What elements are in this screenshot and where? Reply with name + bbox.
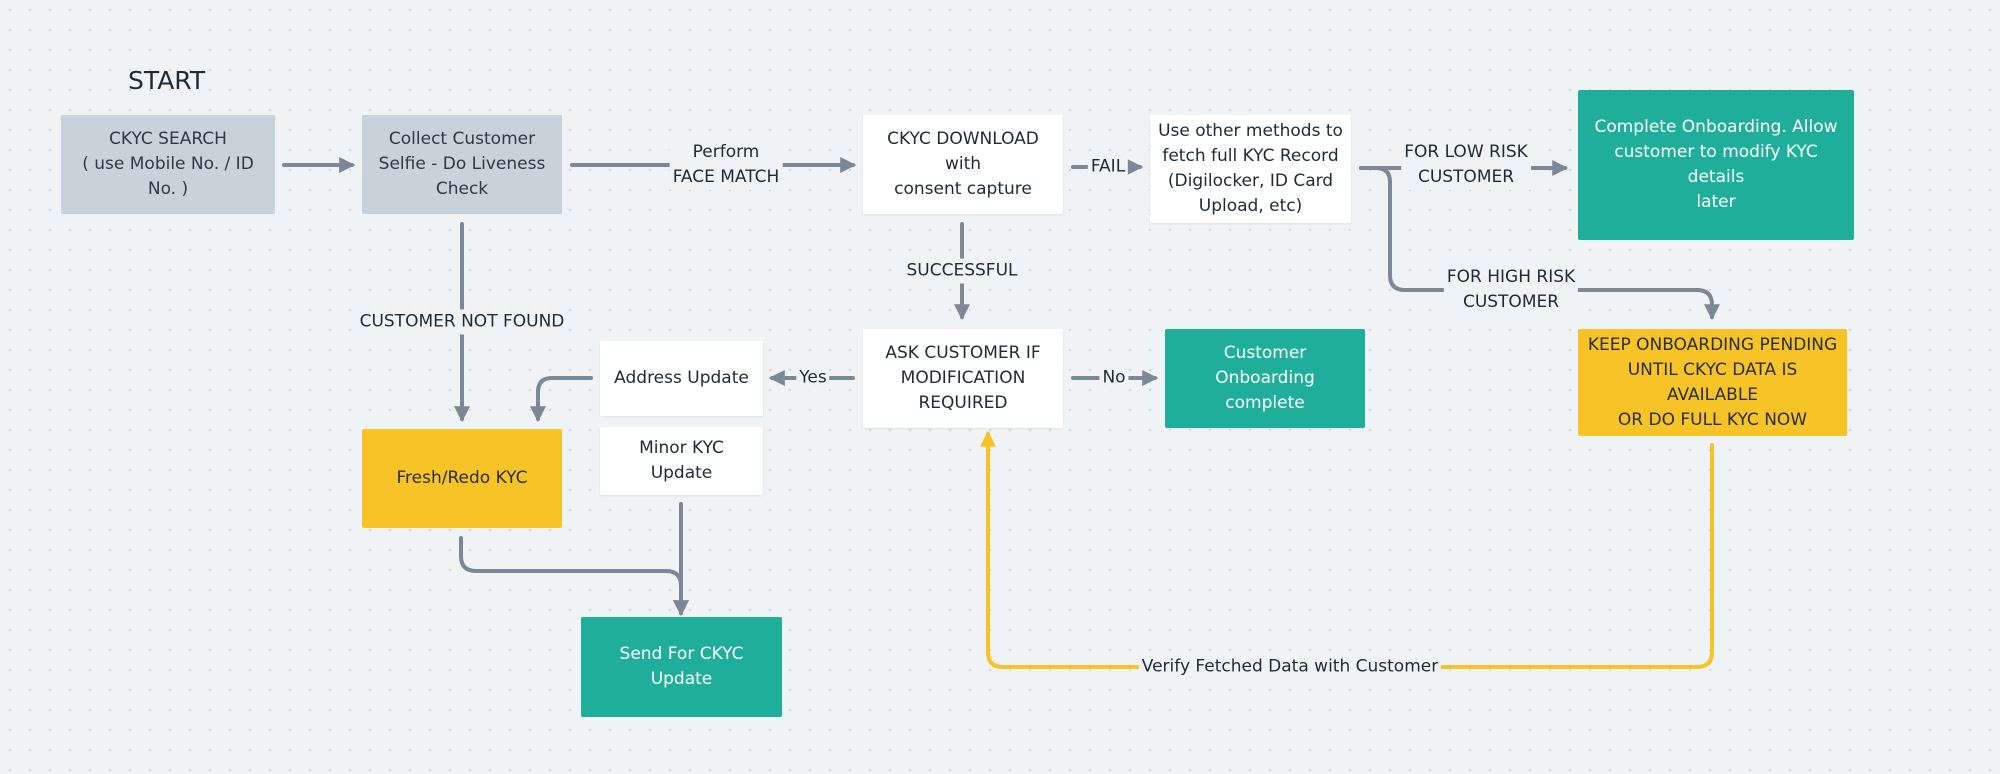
edge-fresh-to-send [459,536,689,617]
edge-address-to-fresh [530,376,593,423]
customer-onboarding-complete-box[interactable]: Customer Onboarding complete [1165,329,1365,428]
fresh-redo-kyc-box[interactable]: Fresh/Redo KYC [362,429,562,528]
yes-label: Yes [796,365,830,391]
edge-branch-low-risk [1359,166,1392,184]
no-label: No [1099,365,1129,391]
ask-customer-box[interactable]: ASK CUSTOMER IF MODIFICATION REQUIRED [863,329,1063,428]
ckyc-download-box[interactable]: CKYC DOWNLOAD with consent capture [863,115,1063,214]
face-match-label: Perform FACE MATCH [669,140,783,190]
send-ckyc-update-box[interactable]: Send For CKYC Update [581,617,782,717]
other-methods-box[interactable]: Use other methods to fetch full KYC Reco… [1150,115,1351,223]
minor-kyc-update-box[interactable]: Minor KYC Update [600,427,763,495]
customer-not-found-label: CUSTOMER NOT FOUND [356,309,568,335]
ckyc-search-box[interactable]: CKYC SEARCH ( use Mobile No. / ID No. ) [61,115,275,214]
keep-pending-box[interactable]: KEEP ONBOARDING PENDING UNTIL CKYC DATA … [1578,329,1847,436]
fail-label: FAIL [1087,154,1129,180]
low-risk-label: FOR LOW RISK CUSTOMER [1401,140,1531,190]
address-update-box[interactable]: Address Update [600,341,763,416]
high-risk-label: FOR HIGH RISK CUSTOMER [1443,265,1579,315]
edge-verify-loop [980,430,1714,669]
page-title: START [128,66,206,95]
collect-selfie-box[interactable]: Collect Customer Selfie - Do Liveness Ch… [362,115,562,214]
verify-label: Verify Fetched Data with Customer [1138,654,1442,680]
successful-label: SUCCESSFUL [903,258,1021,284]
complete-onboarding-box[interactable]: Complete Onboarding. Allow customer to m… [1578,90,1854,240]
